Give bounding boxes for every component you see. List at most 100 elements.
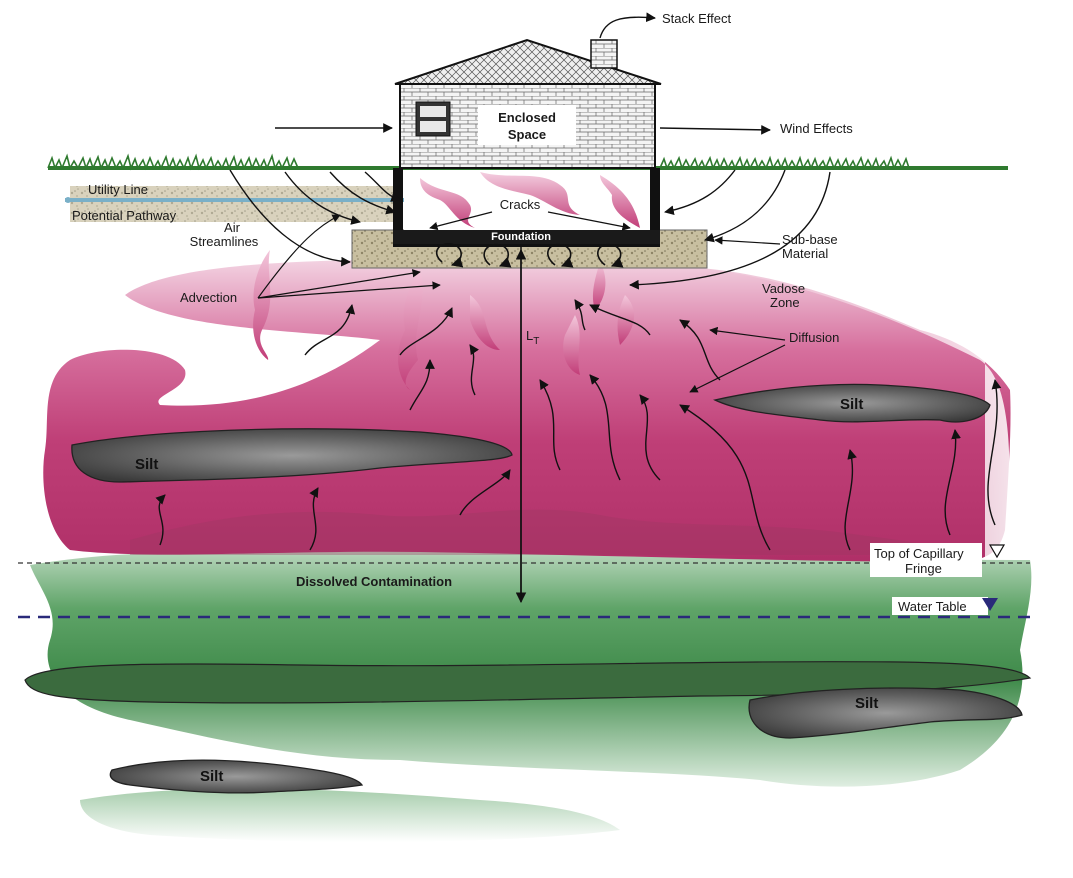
advection-loop (483, 243, 512, 268)
streamline-arrow (329, 171, 396, 215)
window-pane-bottom (420, 121, 446, 132)
vadose-zone-label-line2: Zone (770, 295, 800, 310)
dissolved-contamination-label: Dissolved Contamination (296, 574, 452, 589)
diffusion-arrow (679, 319, 721, 381)
diffusion-arrow (459, 469, 511, 516)
vapor-plume (43, 259, 1011, 562)
silt-lens-groundwater-right (748, 687, 1023, 739)
diffusion-leader-1 (709, 326, 786, 341)
indoor-vapor (420, 178, 475, 228)
silt-label-groundwater-left: Silt (200, 768, 223, 785)
silt-label-right: Silt (840, 396, 863, 413)
streamline-arrow (664, 169, 736, 216)
capillary-fringe-marker-icon (988, 544, 1006, 559)
vapor-finger (253, 250, 271, 360)
utility-pipe-end (65, 197, 71, 203)
grass-blades-right (659, 155, 910, 171)
vapor-fade-right (700, 268, 1010, 560)
window-pane-top (420, 106, 446, 117)
vapor-finger (398, 270, 423, 390)
utility-line-label: Utility Line (88, 182, 148, 197)
enclosed-space-panel (478, 105, 576, 145)
water-table-label-box (892, 597, 988, 615)
advection-loop (436, 243, 464, 268)
labels: Stack Effect Wind Effects Utility Line P… (72, 11, 1006, 615)
capillary-fringe-label-line1: Top of Capillary (874, 546, 964, 561)
potential-pathway-label: Potential Pathway (72, 208, 177, 223)
diffusion-arrow (844, 449, 857, 551)
streamline-arrow (229, 169, 351, 267)
vapor-plume-base (130, 509, 960, 555)
diffusion-arrow (304, 304, 356, 356)
building-foundation (351, 168, 708, 269)
diffusion-arrow (944, 429, 961, 536)
diffusion-arrow (639, 394, 661, 481)
water-lines (18, 562, 1030, 619)
diffusion-arrow (309, 487, 319, 551)
advection-label: Advection (180, 290, 237, 305)
indoor-vapor (600, 175, 640, 228)
silt-lens-right (713, 383, 991, 423)
leader-lines (257, 211, 786, 393)
streamline-arrow (629, 171, 831, 290)
chimney (590, 39, 618, 69)
air-label-line1: Air (224, 220, 241, 235)
cracks-leader-left (429, 211, 493, 231)
water-table-label: Water Table (898, 599, 967, 614)
cracks-leader-right (547, 211, 631, 231)
diffusion-arrow (589, 304, 651, 336)
vapor-zone (43, 250, 1011, 562)
air-label-line2: Streamlines (190, 234, 259, 249)
capillary-fringe-label-line2: Fringe (905, 561, 942, 576)
diffusion-arrow (539, 379, 561, 471)
foundation-label: Foundation (491, 231, 551, 243)
advection-leader-1 (257, 269, 421, 299)
advection-leader-2 (257, 281, 441, 299)
streamline-arrow (284, 171, 361, 225)
diffusion-arrow (987, 379, 1002, 526)
lt-measurement: LT (515, 246, 539, 604)
cracks-label: Cracks (500, 197, 541, 212)
vapor-finger (470, 295, 500, 350)
diffusion-arrow (399, 307, 453, 356)
diffusion-arrow (589, 374, 621, 481)
silt-lens-groundwater-left (109, 759, 364, 794)
vapor-finger (592, 262, 606, 310)
vapor-finger (563, 315, 580, 375)
silt-lens-left (71, 428, 513, 483)
house: Enclosed Space (394, 38, 662, 169)
silt-label-left: Silt (135, 456, 158, 473)
sub-base-label-line2: Material (782, 246, 828, 261)
indoor-vapor (480, 172, 580, 215)
diffusion-arrow (409, 359, 435, 411)
advection-loop (597, 243, 624, 268)
sub-base-label-line1: Sub-base (782, 232, 838, 247)
lt-label: LT (526, 328, 539, 347)
vadose-zone-label-line1: Vadose (762, 281, 805, 296)
wind-out-arrow (659, 124, 771, 135)
streamline-arrow (704, 169, 786, 243)
groundwater-fade-lower (80, 788, 620, 842)
enclosed-space-label-line1: Enclosed (498, 110, 556, 125)
diffusion-arrows (155, 299, 1002, 551)
streamline-arrow (364, 171, 401, 202)
silt-label-groundwater-right: Silt (855, 695, 878, 712)
silt-layer-groundwater (24, 661, 1032, 704)
grass-blades-left (47, 153, 299, 171)
wind-effects-label: Wind Effects (780, 121, 853, 136)
utility-pathway (65, 180, 414, 222)
diffusion-label: Diffusion (789, 330, 839, 345)
diffusion-arrow (574, 299, 586, 331)
potential-pathway-band (70, 186, 400, 222)
capillary-fringe-label-box (870, 543, 982, 577)
stack-effect-label: Stack Effect (662, 11, 732, 26)
diffusion-arrow (679, 404, 771, 551)
house-roof (394, 38, 662, 85)
advection-loop (547, 243, 574, 268)
air-streamlines-leader (257, 214, 341, 299)
stack-effect-arrow (599, 12, 656, 39)
foundation-slab (393, 230, 660, 244)
diffusion-arrow (155, 494, 166, 546)
sub-base-leader (714, 236, 781, 245)
